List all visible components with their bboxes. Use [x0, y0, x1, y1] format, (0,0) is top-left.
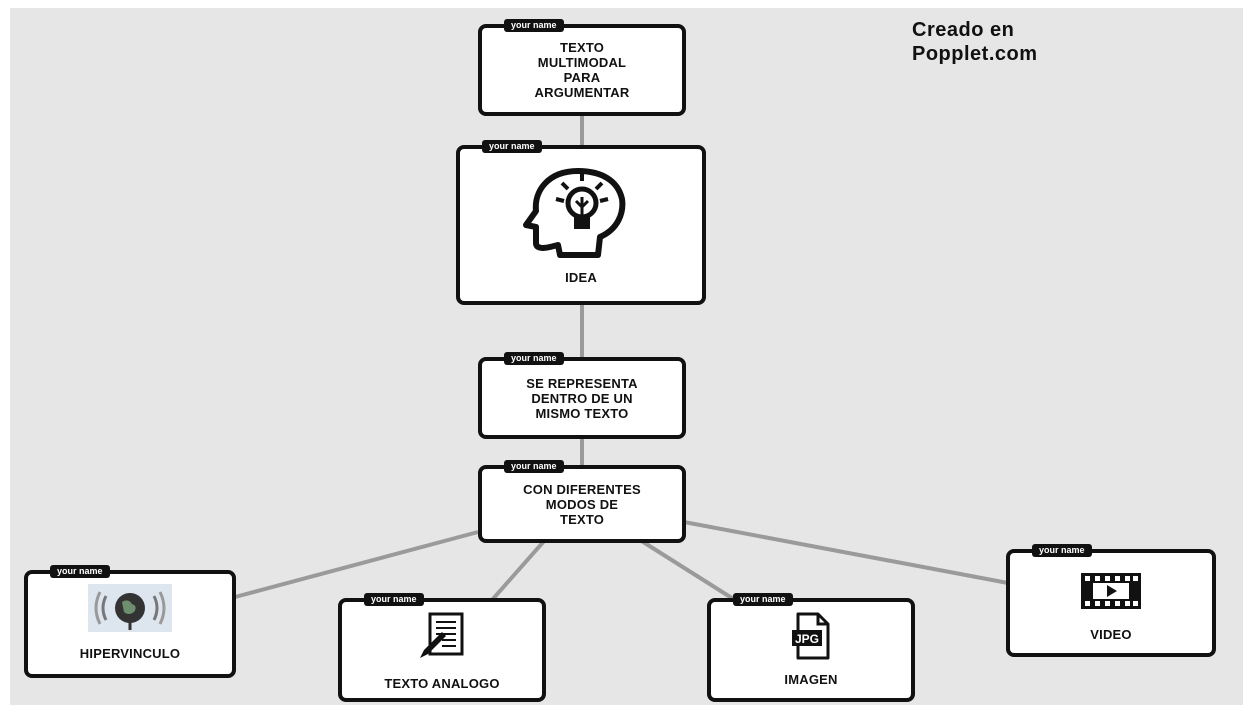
author-tag: your name — [1032, 544, 1092, 557]
jpg-file-icon: JPG — [792, 612, 830, 660]
node-idea-label: IDEA — [565, 270, 597, 285]
node-hyperlink[interactable]: your name HIPERVINCULO — [24, 565, 236, 678]
link-modes-analog — [490, 538, 547, 602]
node-hyperlink-label: HIPERVINCULO — [79, 646, 181, 661]
node-represent-line-1: SE REPRESENTA — [526, 375, 638, 391]
jpg-file-text: JPG — [795, 632, 819, 646]
globe-link-icon — [88, 584, 172, 632]
brand-line-2: Popplet.com — [912, 43, 1038, 65]
author-tag: your name — [482, 140, 542, 153]
node-represent-line-3: MISMO TEXTO — [535, 405, 629, 421]
node-root-line-3: PARA — [563, 70, 601, 85]
node-analog-label: TEXTO ANALOGO — [384, 676, 500, 691]
node-modes-line-2: MODOS DE — [545, 496, 619, 512]
node-root-line-2: MULTIMODAL — [537, 55, 627, 70]
node-represent[interactable]: your name SE REPRESENTA DENTRO DE UN MIS… — [478, 352, 686, 439]
author-tag: your name — [364, 593, 424, 606]
node-video-label: VIDEO — [1090, 627, 1132, 642]
node-image-label: IMAGEN — [784, 672, 838, 687]
node-video[interactable]: your name VIDEO — [1006, 544, 1216, 657]
author-tag: your name — [50, 565, 110, 578]
document-pen-icon — [420, 612, 464, 658]
node-root-line-4: ARGUMENTAR — [534, 85, 630, 100]
link-modes-video — [683, 520, 1009, 585]
film-play-icon — [1081, 573, 1141, 609]
node-modes-line-3: TEXTO — [559, 511, 605, 527]
node-image[interactable]: your name JPG IMAGEN — [707, 593, 915, 702]
node-modes[interactable]: your name CON DIFERENTES MODOS DE TEXTO — [478, 460, 686, 543]
author-tag: your name — [504, 19, 564, 32]
link-modes-image — [638, 538, 737, 602]
link-modes-hyperlink — [234, 530, 479, 599]
node-represent-line-2: DENTRO DE UN — [531, 390, 633, 406]
brand-line-1: Creado en — [912, 19, 1015, 41]
author-tag: your name — [504, 352, 564, 365]
author-tag: your name — [733, 593, 793, 606]
node-idea[interactable]: your name IDEA — [456, 140, 706, 305]
node-analog[interactable]: your name TEXTO ANALOGO — [338, 593, 546, 702]
node-modes-line-1: CON DIFERENTES — [523, 481, 641, 497]
node-root[interactable]: your name TEXTO MULTIMODAL PARA ARGUMENT… — [478, 19, 686, 116]
popplet-brand: Creado en Popplet.com — [912, 18, 1038, 66]
head-lightbulb-icon — [523, 168, 626, 258]
node-root-line-1: TEXTO — [559, 40, 605, 55]
author-tag: your name — [504, 460, 564, 473]
